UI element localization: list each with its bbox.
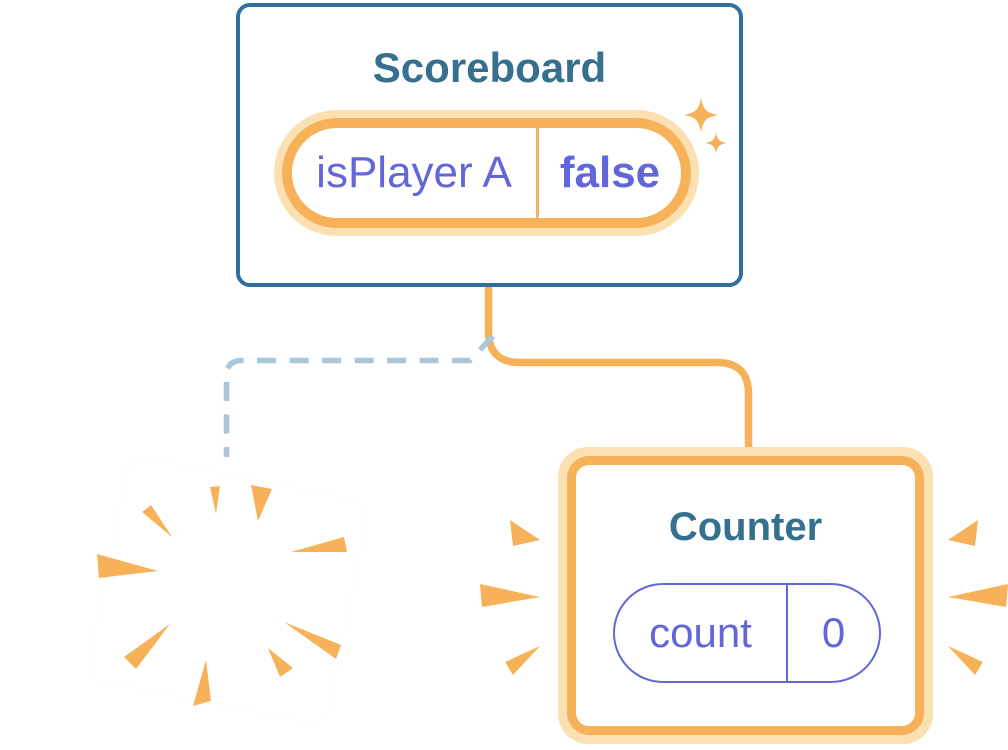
scoreboard-to-counter-connector xyxy=(484,284,753,458)
removed-component-card xyxy=(85,455,369,726)
scoreboard-to-removed-dashed-connector xyxy=(223,334,496,457)
counter-state-pill: count 0 xyxy=(613,583,881,683)
scoreboard-state-value-cell: false xyxy=(539,128,681,218)
emphasis-marks-left-icon xyxy=(480,520,540,675)
scoreboard-state-key-cell: isPlayer A xyxy=(292,128,536,218)
counter-card-title: Counter xyxy=(668,505,823,549)
scoreboard-state-value: false xyxy=(559,148,661,197)
pill-divider xyxy=(786,585,788,681)
pill-divider xyxy=(536,128,539,218)
counter-state-key-cell: count xyxy=(615,585,786,681)
scoreboard-card: Scoreboard isPlayer A false xyxy=(236,3,743,287)
scoreboard-state-pill-highlight: isPlayer A false xyxy=(274,110,699,236)
scoreboard-state-key: isPlayer A xyxy=(316,148,512,197)
counter-state-value: 0 xyxy=(821,609,846,656)
counter-state-value-cell: 0 xyxy=(788,585,879,681)
emphasis-marks-right-icon xyxy=(948,520,1008,675)
scoreboard-state-pill: isPlayer A false xyxy=(282,118,691,228)
scoreboard-card-title: Scoreboard xyxy=(372,44,607,91)
counter-card: Counter count 0 xyxy=(567,456,924,735)
counter-state-key: count xyxy=(649,609,752,656)
counter-card-highlight: Counter count 0 xyxy=(558,447,933,744)
